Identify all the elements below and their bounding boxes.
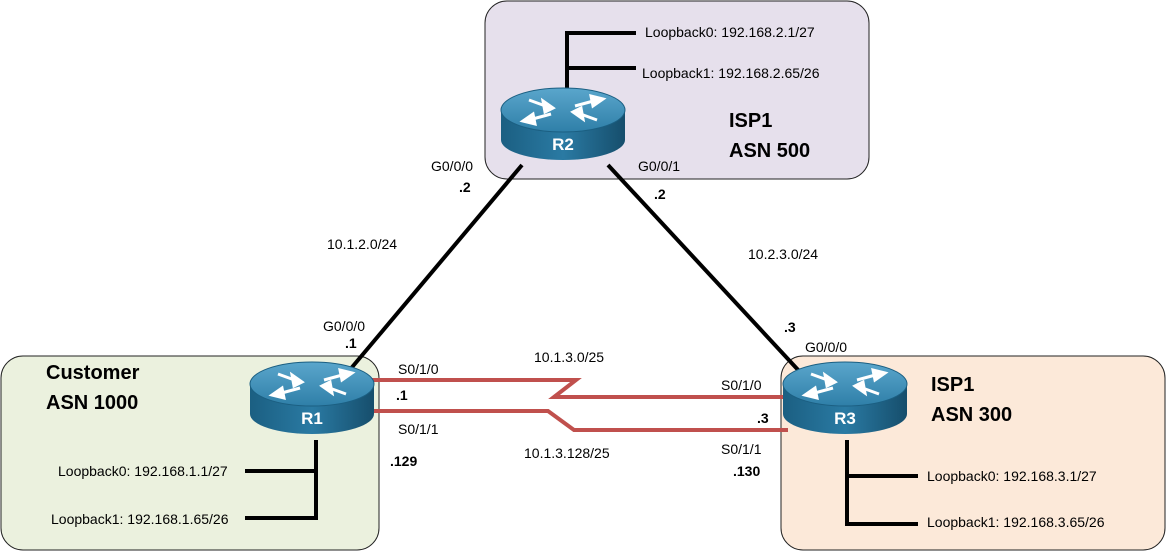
zone-customer-name: Customer bbox=[46, 362, 140, 384]
router-arrows-icon bbox=[519, 93, 607, 127]
r2-loopback-lines bbox=[565, 31, 636, 90]
r3-s011-host: .130 bbox=[733, 463, 761, 479]
router-arrows-icon bbox=[801, 367, 889, 401]
r2-loopback1-label: Loopback1: 192.168.2.65/26 bbox=[642, 65, 820, 81]
r1-g000-host: .1 bbox=[345, 335, 357, 351]
r3-g000-interface: G0/0/0 bbox=[805, 339, 848, 355]
r1-g000-interface: G0/0/0 bbox=[323, 318, 366, 334]
zone-customer-asn: ASN 1000 bbox=[46, 392, 139, 414]
r2-g000-host: .2 bbox=[459, 179, 471, 195]
r1-loopback-lines bbox=[245, 440, 318, 520]
r3-g000-host: .3 bbox=[784, 319, 796, 335]
r1-r2-network: 10.1.2.0/24 bbox=[327, 236, 398, 252]
r2-loopback0-label: Loopback0: 192.168.2.1/27 bbox=[645, 24, 815, 40]
r1-loopback1-label: Loopback1: 192.168.1.65/26 bbox=[51, 511, 229, 527]
r3-loopback-lines bbox=[845, 440, 918, 526]
router-r2-label: R2 bbox=[552, 135, 574, 154]
r3-s010-host: .3 bbox=[757, 410, 769, 426]
r3-s010-interface: S0/1/0 bbox=[721, 377, 762, 393]
r2-g001-host: .2 bbox=[654, 186, 666, 202]
s010-network: 10.1.3.0/25 bbox=[534, 349, 605, 365]
zone-isp1-top-asn: ASN 500 bbox=[729, 140, 811, 162]
router-r3[interactable] bbox=[782, 361, 908, 434]
serial-link-s011 bbox=[370, 409, 788, 432]
router-r2[interactable] bbox=[500, 87, 626, 160]
link-r2-r3 bbox=[606, 163, 802, 374]
r2-r3-network: 10.2.3.0/24 bbox=[748, 246, 819, 262]
r3-s011-interface: S0/1/1 bbox=[721, 441, 762, 457]
r3-loopback0-label: Loopback0: 192.168.3.1/27 bbox=[927, 468, 1097, 484]
r2-g001-interface: G0/0/1 bbox=[638, 158, 681, 174]
zone-isp1-right-asn: ASN 300 bbox=[931, 404, 1013, 426]
s011-network: 10.1.3.128/25 bbox=[524, 445, 610, 461]
router-r1-label: R1 bbox=[301, 409, 323, 428]
router-arrows-icon bbox=[268, 367, 356, 401]
r1-s011-host: .129 bbox=[390, 453, 418, 469]
zone-isp1-top-name: ISP1 bbox=[729, 110, 773, 132]
zone-isp1-right-name: ISP1 bbox=[931, 374, 975, 396]
r2-g000-interface: G0/0/0 bbox=[431, 158, 474, 174]
r1-s010-interface: S0/1/0 bbox=[398, 361, 439, 377]
link-r1-r2 bbox=[346, 163, 524, 374]
r1-s010-host: .1 bbox=[396, 387, 408, 403]
router-r3-label: R3 bbox=[834, 409, 856, 428]
r3-loopback1-label: Loopback1: 192.168.3.65/26 bbox=[927, 514, 1105, 530]
r1-s011-interface: S0/1/1 bbox=[398, 421, 439, 437]
serial-link-s010 bbox=[370, 378, 788, 399]
router-r1[interactable] bbox=[249, 361, 375, 434]
r1-loopback0-label: Loopback0: 192.168.1.1/27 bbox=[58, 463, 228, 479]
